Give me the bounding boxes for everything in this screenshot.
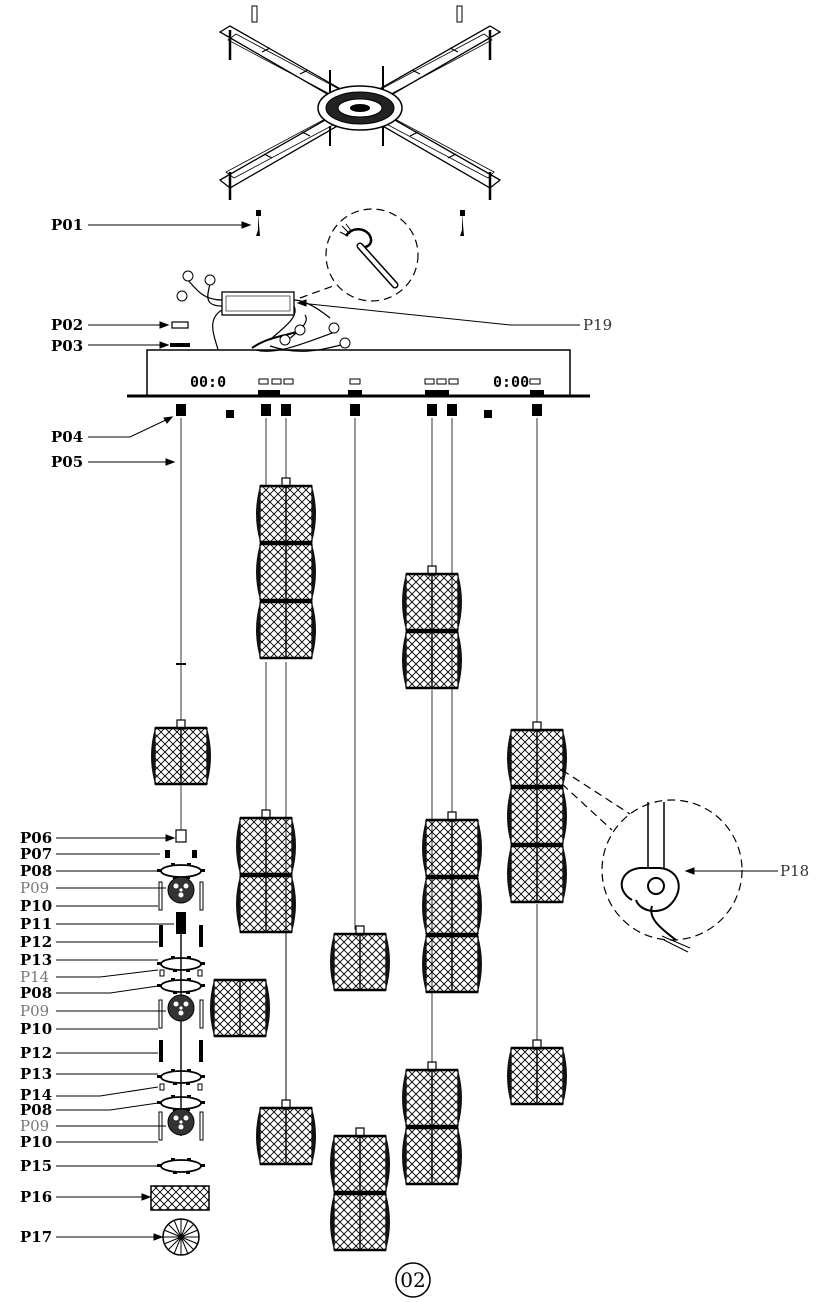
label-p09-a: P09 — [20, 879, 49, 897]
page-number: 02 — [395, 1262, 431, 1298]
label-p14-a: P14 — [20, 968, 49, 986]
label-p13-b: P13 — [20, 1065, 52, 1083]
driver-and-wires — [176, 270, 351, 352]
label-p05: P05 — [51, 453, 83, 471]
label-p08-b: P08 — [20, 984, 52, 1002]
label-p10-b: P10 — [20, 1020, 52, 1038]
connector-parts — [170, 321, 190, 347]
wire-connector-detail — [299, 208, 419, 302]
label-p01: P01 — [51, 216, 83, 234]
label-p09-b: P09 — [20, 1002, 49, 1020]
canopy-left-mark: 00:0 — [190, 373, 226, 391]
label-p07: P07 — [20, 845, 52, 863]
label-p10-c: P10 — [20, 1133, 52, 1151]
label-p19: P19 — [583, 316, 612, 334]
label-p18: P18 — [780, 862, 809, 880]
label-p15: P15 — [20, 1157, 52, 1175]
label-p17: P17 — [20, 1228, 52, 1246]
label-p11: P11 — [20, 915, 52, 933]
label-p14-b: P14 — [20, 1086, 52, 1104]
label-p12-a: P12 — [20, 933, 52, 951]
label-p10-a: P10 — [20, 897, 52, 915]
label-p08-a: P08 — [20, 862, 52, 880]
label-p13-a: P13 — [20, 951, 52, 969]
label-p06: P06 — [20, 829, 52, 847]
label-p08-c: P08 — [20, 1101, 52, 1119]
canopy-right-mark: 0:00 — [493, 373, 529, 391]
cross-mounting-bracket — [218, 5, 502, 200]
label-p12-b: P12 — [20, 1044, 52, 1062]
label-p09-c: P09 — [20, 1117, 49, 1135]
leader-lines — [56, 221, 778, 1241]
hook-detail — [561, 769, 743, 953]
canopy-box: 00:0 0:00 — [127, 349, 590, 398]
label-p02: P02 — [51, 316, 83, 334]
screws — [256, 210, 465, 236]
part-labels: P01 P02 P03 P04 P05 P06 P07 P08 P09 P10 … — [20, 216, 809, 1246]
crystal-pendants — [149, 477, 569, 1252]
label-p03: P03 — [51, 337, 83, 355]
label-p04: P04 — [51, 428, 83, 446]
label-p16: P16 — [20, 1188, 52, 1206]
exploded-parts-stack — [150, 829, 210, 1256]
page-number-text: 02 — [400, 1268, 425, 1292]
